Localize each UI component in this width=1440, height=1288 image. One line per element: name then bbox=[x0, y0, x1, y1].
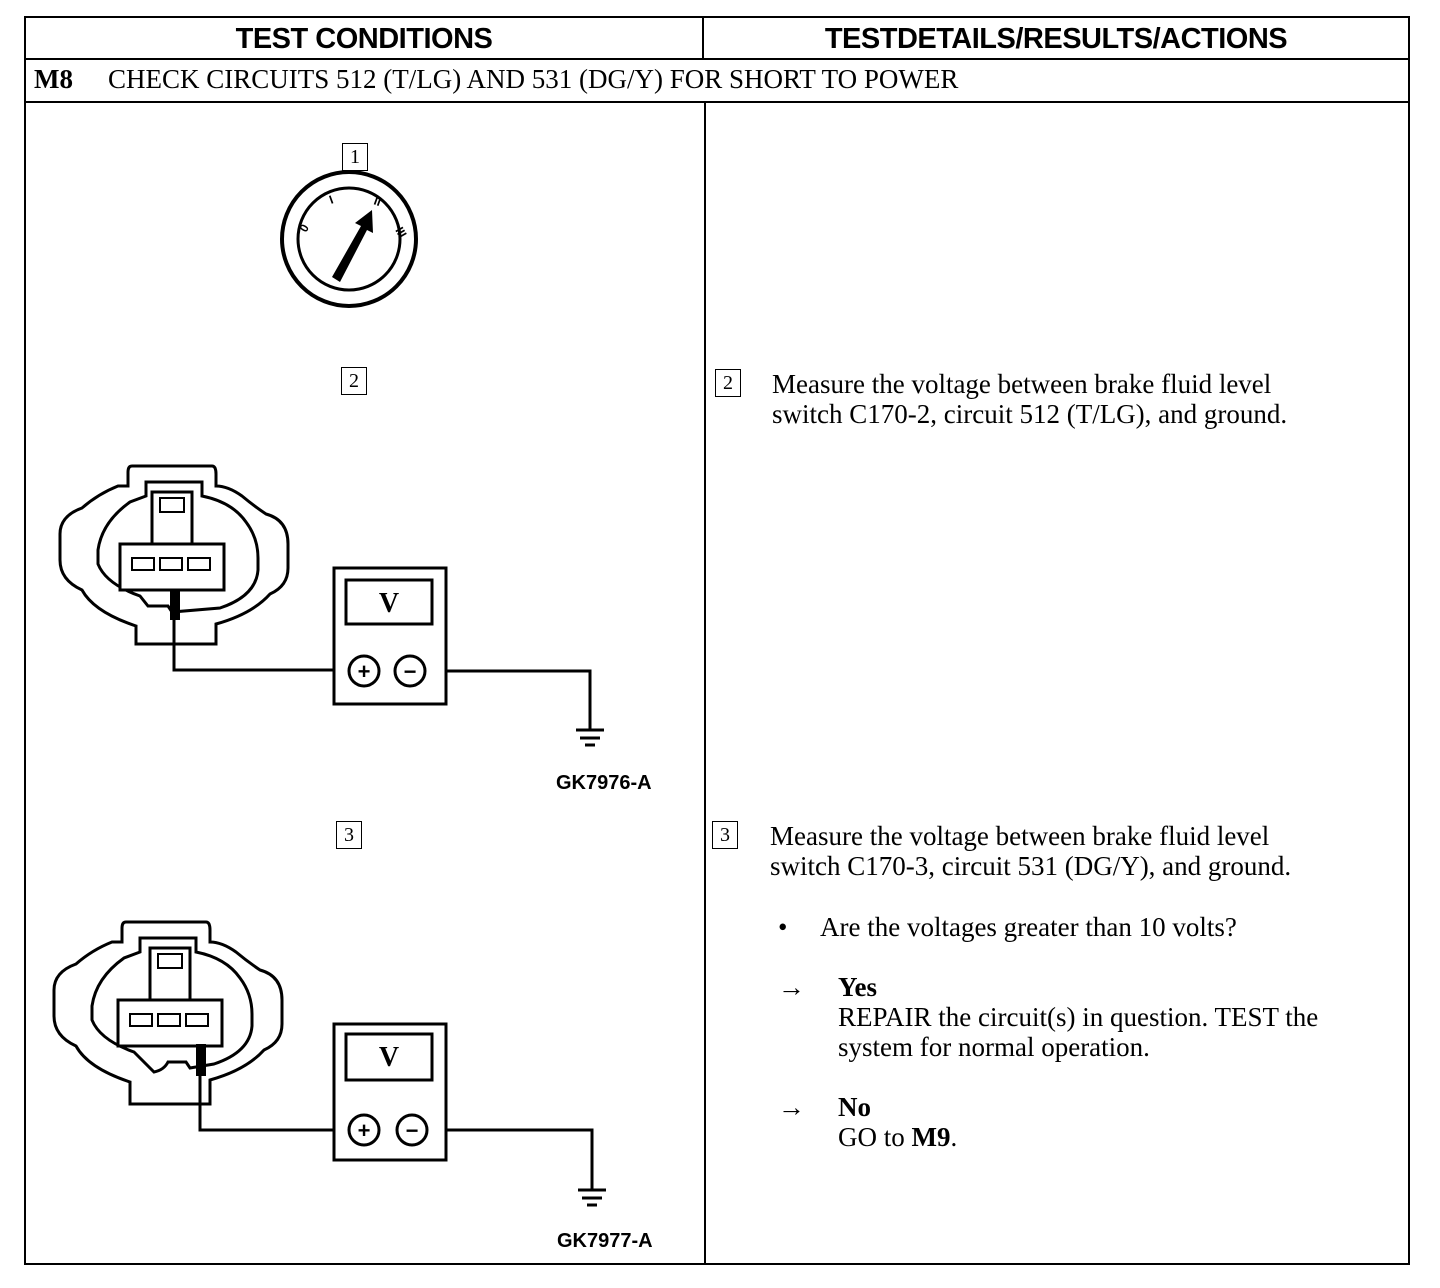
step-2-line-2: switch C170-2, circuit 512 (T/LG), and g… bbox=[772, 399, 1288, 429]
no-arrow-icon: → bbox=[778, 1092, 805, 1122]
yes-action-line-1: REPAIR the circuit(s) in question. TEST … bbox=[838, 1002, 1319, 1032]
yes-arrow-icon: → bbox=[778, 972, 805, 1002]
callout-3-left: 3 bbox=[336, 821, 362, 849]
step-title: CHECK CIRCUITS 512 (T/LG) AND 531 (DG/Y)… bbox=[108, 64, 959, 94]
positive-terminal-2 bbox=[347, 1113, 381, 1147]
figure-label-2: GK7977-A bbox=[557, 1230, 653, 1252]
figure-label-1: GK7976-A bbox=[556, 772, 652, 794]
yes-result: Yes REPAIR the circuit(s) in question. T… bbox=[838, 972, 1318, 1062]
step-2-line-1: Measure the voltage between brake fluid … bbox=[772, 369, 1272, 399]
column-divider bbox=[704, 103, 706, 1265]
step-3-line-2: switch C170-3, circuit 531 (DG/Y), and g… bbox=[770, 851, 1292, 881]
negative-terminal-1 bbox=[393, 654, 427, 688]
yes-label: Yes bbox=[838, 972, 877, 1002]
meter-display-label-1: V bbox=[379, 588, 399, 619]
step-3-line-1: Measure the voltage between brake fluid … bbox=[770, 821, 1270, 851]
positive-terminal-1 bbox=[347, 654, 381, 688]
negative-terminal-2 bbox=[395, 1113, 429, 1147]
no-action-target-link[interactable]: M9 bbox=[911, 1122, 951, 1152]
no-result: No GO to M9. bbox=[838, 1092, 957, 1152]
minus-symbol-2: − bbox=[406, 1118, 419, 1143]
plus-symbol-1: + bbox=[358, 659, 371, 684]
ignition-pos-2: II bbox=[372, 194, 383, 209]
no-label: No bbox=[838, 1092, 871, 1122]
no-action-prefix: GO to bbox=[838, 1122, 912, 1152]
step-id: M8 bbox=[34, 64, 73, 94]
callout-3-right: 3 bbox=[712, 821, 738, 849]
plus-symbol-2: + bbox=[358, 1118, 371, 1143]
test-table: TEST CONDITIONS TESTDETAILS/RESULTS/ACTI… bbox=[24, 16, 1410, 1265]
callout-1: 1 bbox=[342, 143, 368, 171]
no-action: GO to M9. bbox=[838, 1122, 957, 1152]
yes-action-line-2: system for normal operation. bbox=[838, 1032, 1150, 1062]
table-header-row: TEST CONDITIONS TESTDETAILS/RESULTS/ACTI… bbox=[26, 18, 1408, 60]
meter-display-label-2: V bbox=[379, 1042, 399, 1073]
step-title-row: M8 CHECK CIRCUITS 512 (T/LG) AND 531 (DG… bbox=[26, 60, 1408, 103]
minus-symbol-1: − bbox=[404, 659, 417, 684]
callout-2-right: 2 bbox=[715, 369, 741, 397]
step-2-instruction: Measure the voltage between brake fluid … bbox=[772, 369, 1287, 429]
no-action-suffix: . bbox=[950, 1122, 958, 1152]
header-test-details: TESTDETAILS/RESULTS/ACTIONS bbox=[824, 23, 1288, 55]
bullet-icon: • bbox=[778, 912, 788, 942]
step-3-instruction: Measure the voltage between brake fluid … bbox=[770, 821, 1291, 881]
ignition-switch-icon: 0 I II III bbox=[280, 170, 418, 308]
header-test-conditions: TEST CONDITIONS bbox=[26, 18, 704, 58]
ignition-pos-1: I bbox=[327, 193, 335, 207]
voltmeter-diagram-2: V + − bbox=[52, 920, 606, 1207]
voltmeter-diagram-1: V + − bbox=[58, 464, 604, 747]
callout-2-left: 2 bbox=[341, 367, 367, 395]
question-text: Are the voltages greater than 10 volts? bbox=[820, 912, 1237, 942]
